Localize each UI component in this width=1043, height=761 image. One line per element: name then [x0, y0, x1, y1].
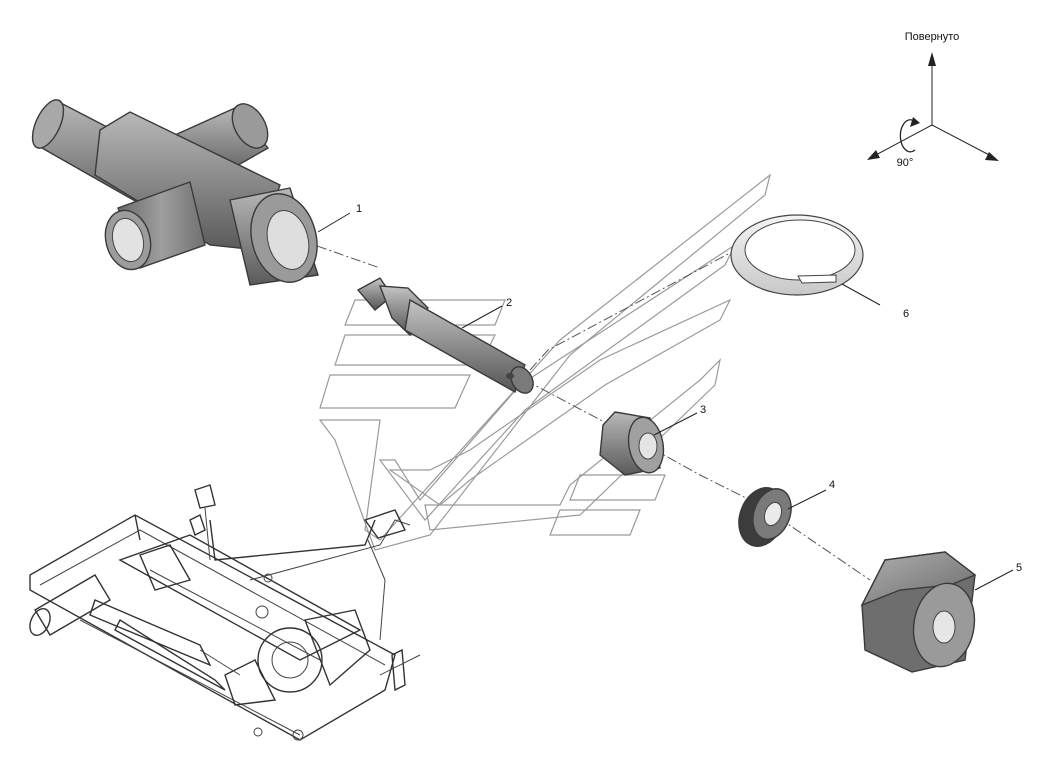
- orientation-label: Повернуто: [905, 31, 960, 43]
- rotation-angle: 90°: [897, 157, 914, 169]
- part-6-retaining-ring: [730, 214, 864, 296]
- orientation-indicator: Повернуто 90°: [867, 31, 999, 169]
- callouts: 1 2 3 4 5 6: [317, 203, 1022, 591]
- part-5-hex-nut: [860, 551, 977, 673]
- callout-2: 2: [506, 297, 512, 309]
- callout-3: 3: [700, 404, 706, 416]
- part-3-bushing: [599, 411, 665, 476]
- part-4-washer: [738, 487, 792, 547]
- chassis-frame-inset: [29, 484, 421, 741]
- rotate-arrow-icon: [899, 119, 916, 153]
- watermark-chevrons: [318, 173, 772, 551]
- part-1-cross-tube: [31, 98, 319, 286]
- part-2-pin: [356, 277, 534, 394]
- callout-1: 1: [356, 203, 362, 215]
- callout-5: 5: [1016, 562, 1022, 574]
- callout-4: 4: [829, 479, 835, 491]
- callout-6: 6: [903, 308, 909, 320]
